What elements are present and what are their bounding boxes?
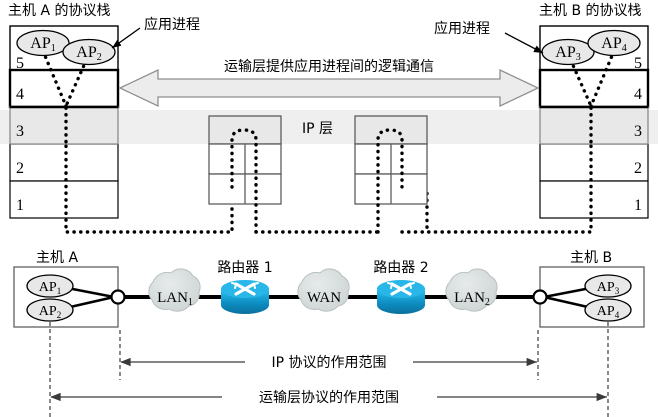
stack-right-process-ap4-label: AP4 <box>601 35 626 54</box>
router-1-icon <box>221 280 269 314</box>
stack-left-layer-2 <box>9 143 119 182</box>
stack-left-layer-1 <box>9 180 119 219</box>
stack-left-process-ap1: AP1 <box>16 29 70 57</box>
cloud-wan-label: WAN <box>307 290 341 306</box>
leader-line-right <box>504 32 544 54</box>
host-b-process-ap3: AP3 <box>584 274 632 298</box>
router-1-label: 路由器 1 <box>217 260 272 276</box>
stack-left-layer-1-number: 1 <box>16 197 24 214</box>
arrow-caption: 运输层提供应用进程间的逻辑通信 <box>224 58 434 75</box>
host-a-process-ap2: AP2 <box>26 298 74 322</box>
router-stack-1 <box>208 115 282 205</box>
stack-right-layer-4-number: 4 <box>634 86 642 103</box>
logical-communication-arrow <box>118 68 540 108</box>
stack-right-title: 主机 B 的协议栈 <box>539 3 642 19</box>
host-a-interface-node <box>110 289 126 305</box>
cloud-lan1: LAN1 <box>148 268 201 312</box>
stack-left-title: 主机 A 的协议栈 <box>8 3 110 19</box>
router-stack-2 <box>354 115 428 205</box>
stack-left-layer-2-number: 2 <box>16 160 24 177</box>
app-process-label-right: 应用进程 <box>434 20 490 37</box>
svg-text:AP1: AP1 <box>39 280 61 296</box>
stack-right-process-ap3-label: AP3 <box>555 44 580 63</box>
router-2-label: 路由器 2 <box>373 260 428 276</box>
stack-right-layer-1 <box>539 180 649 219</box>
dotted-path-left-descent <box>64 104 234 234</box>
dotted-path-router1 <box>230 128 258 234</box>
dotted-path-left-ap2 <box>64 52 91 108</box>
stack-left-process-ap2: AP2 <box>62 38 116 66</box>
dotted-path-right-ap3 <box>566 52 593 108</box>
stack-right-layer-2-number: 2 <box>634 160 642 177</box>
svg-text:AP2: AP2 <box>39 304 61 320</box>
stack-right-process-ap4: AP4 <box>587 29 641 57</box>
transport-scope-label: 运输层协议的作用范围 <box>259 389 399 406</box>
cloud-lan2-label: LAN2 <box>454 290 490 308</box>
stack-right-layer-5-number: 5 <box>634 55 642 72</box>
cloud-lan1-label: LAN1 <box>157 290 193 308</box>
dotted-path-router2 <box>376 128 404 234</box>
stack-right-layer-1-number: 1 <box>634 197 642 214</box>
cloud-lan2: LAN2 <box>445 268 498 312</box>
stack-left-layer-3-number-repaint: 3 <box>16 123 24 140</box>
stack-left-process-ap2-label: AP2 <box>76 44 101 63</box>
leader-line-left <box>111 27 141 49</box>
host-b-interface-node <box>532 289 548 305</box>
stack-left-process-ap1-label: AP1 <box>30 35 55 54</box>
ip-scope-label: IP 协议的作用范围 <box>271 354 386 371</box>
stack-right-layer-3-number-repaint: 3 <box>634 123 642 140</box>
ip-layer-label: IP 层 <box>302 121 333 137</box>
host-a-label: 主机 A <box>36 250 78 266</box>
svg-text:AP4: AP4 <box>597 304 620 320</box>
router-2-icon <box>377 280 425 314</box>
host-b-label: 主机 B <box>570 250 612 266</box>
stack-left-layer-4-number: 4 <box>16 86 24 103</box>
host-b-process-ap4: AP4 <box>584 298 632 322</box>
svg-text:AP3: AP3 <box>597 280 620 296</box>
stack-right-layer-2 <box>539 143 649 182</box>
cloud-wan: WAN <box>297 268 350 312</box>
host-a-process-ap1: AP1 <box>26 274 74 298</box>
stack-right-process-ap3: AP3 <box>541 38 595 66</box>
dotted-path-right-descent <box>425 104 593 234</box>
stack-left-layer-5-number: 5 <box>16 55 24 72</box>
app-process-label-left: 应用进程 <box>144 16 200 33</box>
